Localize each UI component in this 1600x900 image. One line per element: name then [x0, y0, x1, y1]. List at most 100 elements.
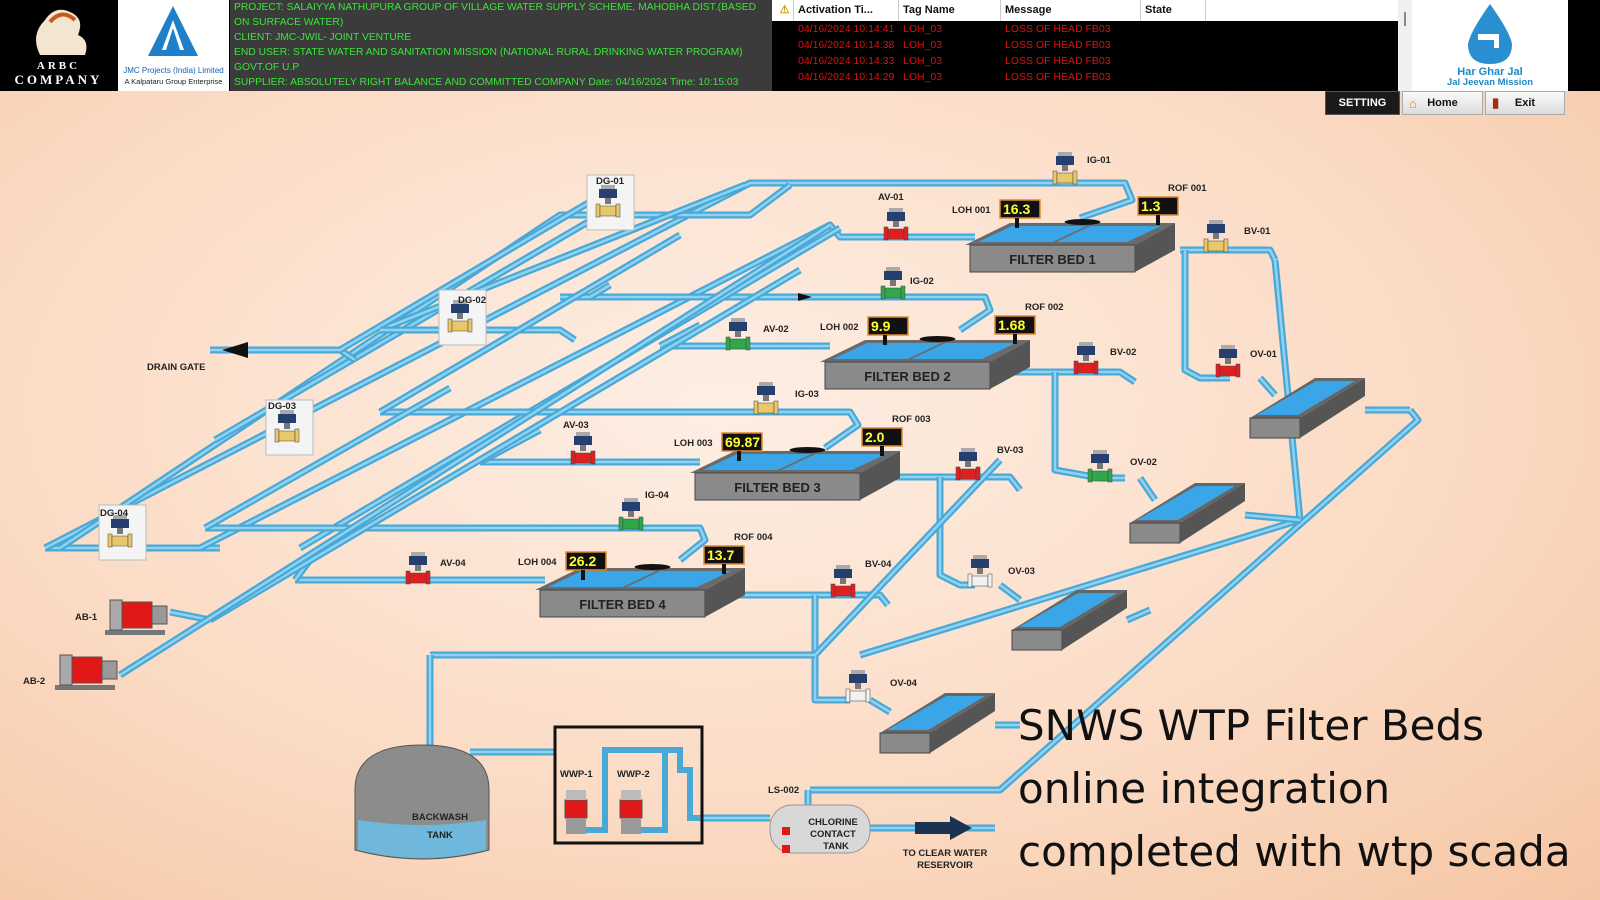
valve-av-01[interactable]: AV-01 [878, 192, 909, 241]
valve-label: OV-02 [1130, 457, 1157, 468]
actuator-icon [959, 452, 977, 461]
actuator-icon [574, 436, 592, 445]
actuator-icon [622, 502, 640, 511]
valve-dg-01[interactable]: DG-01 [586, 174, 635, 231]
channel-water [1019, 593, 1117, 627]
col-message[interactable]: Message [1001, 0, 1141, 21]
valve-ig-01[interactable]: IG-01 [1052, 152, 1111, 185]
alarm-scrollbar[interactable] [1398, 0, 1412, 91]
valve-body-icon [1219, 365, 1237, 377]
actuator-icon [729, 322, 747, 331]
pipe-highlight [209, 268, 801, 622]
pipe-highlight [813, 595, 850, 702]
valve-flange [1072, 170, 1078, 185]
pipe-highlight [204, 386, 451, 530]
valve-ig-03[interactable]: IG-03 [753, 382, 819, 415]
valve-av-02[interactable]: AV-02 [725, 318, 789, 351]
valve-stem [580, 445, 586, 451]
pipe-highlight [1183, 250, 1230, 380]
valve-stem [840, 578, 846, 584]
valve-ov-02[interactable]: OV-02 [1087, 450, 1157, 483]
pump-label: WWP-2 [617, 769, 650, 780]
caption-line: SNWS WTP Filter Beds [1018, 701, 1485, 750]
col-tag-name[interactable]: Tag Name [899, 0, 1001, 21]
valve-label: IG-01 [1087, 155, 1111, 166]
jmc-triangle-icon [148, 6, 198, 56]
alarm-table[interactable]: ⚠ Activation Ti... Tag Name Message Stat… [772, 0, 1398, 91]
pipe-highlight [1138, 477, 1157, 501]
col-activation-time[interactable]: Activation Ti... [794, 0, 899, 21]
pipe-highlight [1010, 370, 1136, 384]
pipe-highlight [659, 323, 701, 348]
alarm-tag: LOH_03 [903, 55, 943, 67]
alarm-tag: LOH_03 [903, 39, 943, 51]
valve-bv-03[interactable]: BV-03 [955, 445, 1023, 481]
pipe [1051, 372, 1125, 482]
valve-bv-01[interactable]: BV-01 [1203, 220, 1271, 253]
valve-ov-04[interactable]: OV-04 [845, 670, 918, 703]
pipe-highlight [810, 409, 1420, 792]
valve-label: IG-03 [795, 389, 819, 400]
valve-bv-04[interactable]: BV-04 [830, 559, 892, 598]
valve-flange [570, 450, 576, 465]
alarm-time: 04/16/2024 10:14:41 [798, 23, 895, 35]
valve-av-04[interactable]: AV-04 [405, 552, 466, 585]
jmc-logo: JMC Projects (India) Limited A Kalpataru… [118, 0, 229, 91]
valve-flange [745, 336, 751, 351]
valve-ov-03[interactable]: OV-03 [967, 555, 1035, 588]
rof-stem [880, 446, 884, 456]
valve-label: OV-04 [890, 678, 918, 689]
channel-water [887, 696, 985, 730]
valve-ig-02[interactable]: IG-02 [880, 267, 934, 300]
valve-label: OV-01 [1250, 349, 1278, 360]
blower-head [101, 660, 118, 680]
actuator-top [886, 267, 900, 271]
valve-label: IG-02 [910, 276, 934, 287]
valve-body-icon [409, 572, 427, 584]
rof-value: 1.68 [998, 317, 1025, 333]
exit-button[interactable]: ▮Exit [1485, 91, 1565, 115]
bed-inlet [789, 447, 826, 453]
valve-body-icon [887, 228, 905, 240]
pump-label: WWP-1 [560, 769, 593, 780]
valve-dg-04[interactable]: DG-04 [98, 504, 147, 561]
valve-flange [107, 533, 113, 548]
col-state[interactable]: State [1141, 0, 1206, 21]
setting-button[interactable]: SETTING [1325, 91, 1400, 115]
bed-water-right [781, 454, 886, 470]
valve-stem [605, 198, 611, 204]
valve-label: DG-02 [458, 295, 486, 306]
pipe-highlight [589, 283, 611, 299]
valve-bv-02[interactable]: BV-02 [1073, 342, 1136, 375]
valve-stem [1225, 358, 1231, 364]
caption-line: completed with wtp scada [1018, 827, 1571, 876]
home-label: Home [1427, 97, 1458, 109]
arbc-logo: ARBC COMPANY [0, 0, 117, 91]
valve-body-icon [729, 338, 747, 350]
actuator-icon [971, 559, 989, 568]
valve-flange [865, 688, 871, 703]
valve-ov-01[interactable]: OV-01 [1215, 345, 1278, 378]
bed-water-left [548, 571, 657, 587]
valve-ig-04[interactable]: IG-04 [618, 490, 669, 531]
valve-body-icon [574, 452, 592, 464]
valve-dg-02[interactable]: DG-02 [438, 289, 487, 346]
valve-dg-03[interactable]: DG-03 [265, 399, 314, 456]
valve-av-03[interactable]: AV-03 [563, 420, 596, 465]
loh-value: 16.3 [1003, 201, 1030, 217]
valve-flange [975, 466, 981, 481]
home-button[interactable]: ⌂Home [1402, 91, 1483, 115]
valve-label: AV-04 [440, 558, 466, 569]
valve-stem [977, 568, 983, 574]
actuator-icon [1219, 349, 1237, 358]
channel-side [1062, 590, 1127, 650]
actuator-top [280, 410, 294, 414]
pipe-highlight [720, 593, 889, 606]
